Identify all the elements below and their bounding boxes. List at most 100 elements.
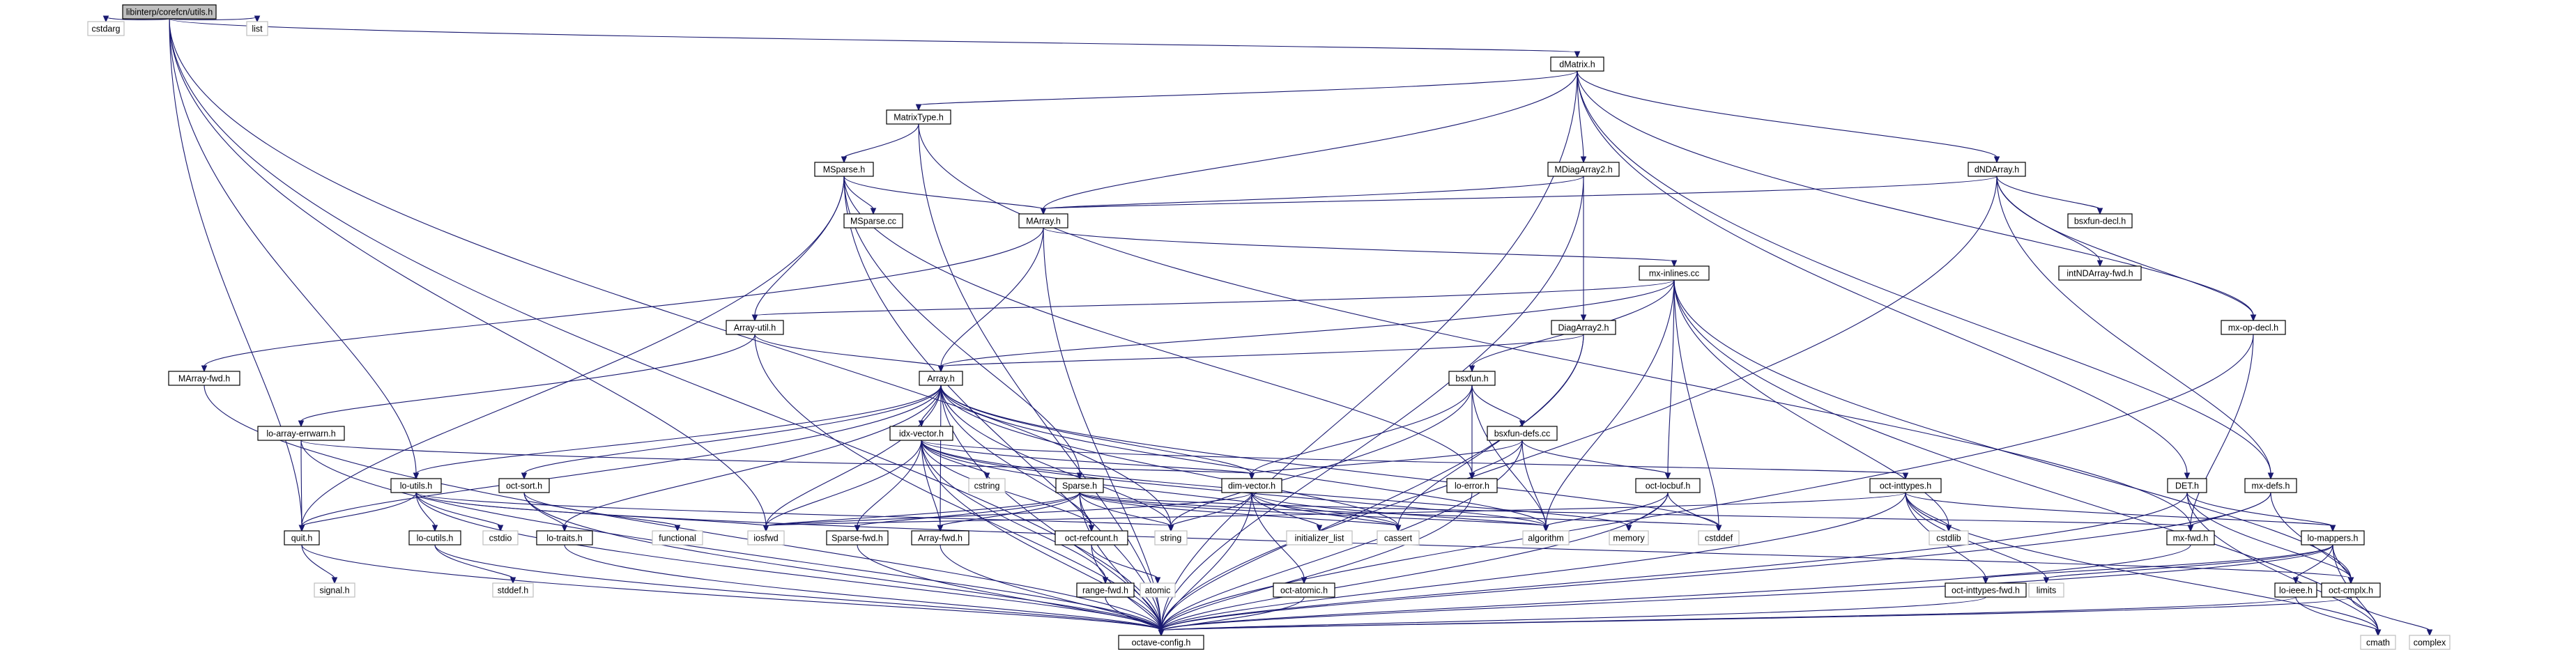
node-quith[interactable]: quit.h	[284, 530, 320, 545]
node-octintfwd[interactable]: oct-inttypes-fwd.h	[1945, 582, 2027, 598]
node-mdiag2[interactable]: MDiagArray2.h	[1547, 162, 1620, 177]
node-box-octintfwd	[1945, 582, 2027, 598]
node-bsxdecl[interactable]: bsxfun-decl.h	[2067, 213, 2133, 229]
edge-marray-to-mxinl	[1043, 227, 1675, 262]
node-arrayfwd[interactable]: Array-fwd.h	[911, 530, 969, 545]
node-octatomic[interactable]: oct-atomic.h	[1273, 582, 1335, 598]
edge-msparse-to-quith	[301, 176, 845, 527]
edge-lomappers-to-limits	[2046, 544, 2333, 579]
node-octcmplx[interactable]: oct-cmplx.h	[2321, 582, 2381, 598]
edge-loarrstream-to-dimvec	[300, 440, 1252, 474]
edge-mxopdecl-to-octconf	[1160, 334, 2254, 631]
node-mxtype[interactable]: MatrixType.h	[886, 109, 951, 125]
node-octrefc[interactable]: oct-refcount.h	[1055, 530, 1128, 545]
edge-octlocbuf-to-octconf	[1160, 492, 1669, 631]
node-box-cassert	[1377, 530, 1420, 545]
edge-idxvec-to-iosfwd	[765, 440, 922, 527]
node-idxvec[interactable]: idx-vector.h	[889, 426, 953, 441]
edge-bsxfun-to-bsxdefs	[1471, 385, 1523, 422]
node-msparse[interactable]: MSparse.h	[814, 162, 874, 177]
edge-dnd-to-mxdefs	[1996, 176, 2271, 474]
edge-dmatrix-to-mxdefs	[1577, 70, 2271, 474]
node-box-octlocbuf	[1635, 478, 1701, 493]
edge-octlocbuf-to-algorithm	[1545, 492, 1669, 527]
node-mxdefs[interactable]: mx-defs.h	[2244, 478, 2297, 493]
node-label-iosfwd: iosfwd	[753, 534, 778, 543]
edge-dmatrix-to-mdiag2	[1577, 70, 1584, 158]
node-box-cstdlib	[1929, 530, 1969, 545]
node-utils[interactable]: libinterp/corefcn/utils.h	[122, 4, 217, 20]
arrowhead-octlocbuf-to-memory	[1625, 525, 1632, 532]
node-box-loarrstream	[257, 426, 345, 441]
arrowhead-bsxdefs-to-octlocbuf	[1664, 472, 1671, 480]
node-label-msparsecc: MSparse.cc	[850, 217, 896, 226]
node-box-list	[246, 21, 268, 36]
node-octsort[interactable]: oct-sort.h	[498, 478, 550, 493]
node-bsxfun[interactable]: bsxfun.h	[1448, 371, 1496, 386]
node-octlocbuf[interactable]: oct-locbuf.h	[1635, 478, 1701, 493]
node-box-functional	[652, 530, 703, 545]
node-loutils[interactable]: lo-utils.h	[390, 478, 442, 493]
node-dnd[interactable]: dNDArray.h	[1968, 162, 2026, 177]
edge-msparse-to-loerror	[843, 176, 1473, 474]
arrowhead-dmatrix-to-dnd	[1993, 156, 2000, 164]
node-msparsecc[interactable]: MSparse.cc	[843, 213, 903, 229]
node-label-utils: libinterp/corefcn/utils.h	[126, 8, 213, 17]
node-lotraits[interactable]: lo-traits.h	[536, 530, 593, 545]
arrowhead-loieee-to-octconf	[1158, 629, 1165, 637]
node-mxfwd[interactable]: mx-fwd.h	[2166, 530, 2215, 545]
node-rangefwd[interactable]: range-fwd.h	[1076, 582, 1135, 598]
arrowhead-quith-to-signalh	[331, 577, 338, 585]
edge-mxinl-to-array	[940, 279, 1675, 367]
node-dmatrix[interactable]: dMatrix.h	[1550, 56, 1604, 72]
node-box-loerror	[1446, 478, 1498, 493]
edge-loarrstream-to-quith	[300, 440, 302, 527]
node-intndfwd[interactable]: intNDArray-fwd.h	[2058, 265, 2142, 281]
node-diag2[interactable]: DiagArray2.h	[1551, 320, 1616, 335]
arrowhead-utils-to-cstdarg	[102, 15, 109, 23]
edge-idxvec-to-arrayfwd	[921, 440, 941, 527]
edge-array-to-quith	[301, 385, 942, 527]
arrowhead-octsort-to-functional	[674, 525, 681, 532]
node-bsxdefs[interactable]: bsxfun-defs.cc	[1487, 426, 1558, 441]
node-label-idxvec: idx-vector.h	[899, 429, 944, 439]
node-loarrstream[interactable]: lo-array-errwarn.h	[257, 426, 345, 441]
node-det[interactable]: DET.h	[2167, 478, 2207, 493]
node-mxopdecl[interactable]: mx-op-decl.h	[2221, 320, 2286, 335]
node-locutils[interactable]: lo-cutils.h	[408, 530, 461, 545]
node-cstring: cstring	[968, 478, 1006, 493]
node-sparsefwd[interactable]: Sparse-fwd.h	[826, 530, 889, 545]
edge-msparse-to-sparse	[843, 176, 1080, 474]
node-label-quith: quit.h	[291, 534, 313, 543]
arrowhead-arrayutil-to-loarrstream	[298, 420, 305, 428]
edge-det-to-octcmplx	[2186, 492, 2352, 579]
arrowhead-octcmplx-to-complex	[2426, 629, 2433, 637]
node-loerror[interactable]: lo-error.h	[1446, 478, 1498, 493]
node-octconf[interactable]: octave-config.h	[1118, 635, 1204, 650]
node-mxinl[interactable]: mx-inlines.cc	[1639, 265, 1710, 281]
node-loieee[interactable]: lo-ieee.h	[2274, 582, 2317, 598]
node-box-limits	[2028, 582, 2064, 598]
node-sparse[interactable]: Sparse.h	[1055, 478, 1104, 493]
arrowhead-dimvec-to-initlist	[1316, 525, 1323, 532]
node-box-cstddef	[1698, 530, 1740, 545]
node-box-idxvec	[889, 426, 953, 441]
node-marrayfwd[interactable]: MArray-fwd.h	[168, 371, 240, 386]
edge-dmatrix-to-det	[1577, 70, 2188, 474]
edge-loarrstream-to-octconf	[300, 440, 1162, 631]
node-octint[interactable]: oct-inttypes.h	[1869, 478, 1942, 493]
node-arrayutil[interactable]: Array-util.h	[726, 320, 784, 335]
node-marray[interactable]: MArray.h	[1018, 213, 1068, 229]
node-dimvec[interactable]: dim-vector.h	[1221, 478, 1282, 493]
arrowhead-loutils-to-locutils	[431, 525, 438, 532]
node-label-lomappers: lo-mappers.h	[2308, 534, 2359, 543]
edge-loerror-to-octconf	[1160, 492, 1473, 631]
node-complex: complex	[2409, 635, 2451, 650]
edge-mxtype-to-msparse	[843, 123, 919, 158]
node-box-quith	[284, 530, 320, 545]
node-label-mxfwd: mx-fwd.h	[2173, 534, 2209, 543]
node-array[interactable]: Array.h	[919, 371, 963, 386]
edge-dmatrix-to-mxtype	[918, 70, 1578, 106]
node-lomappers[interactable]: lo-mappers.h	[2301, 530, 2365, 545]
